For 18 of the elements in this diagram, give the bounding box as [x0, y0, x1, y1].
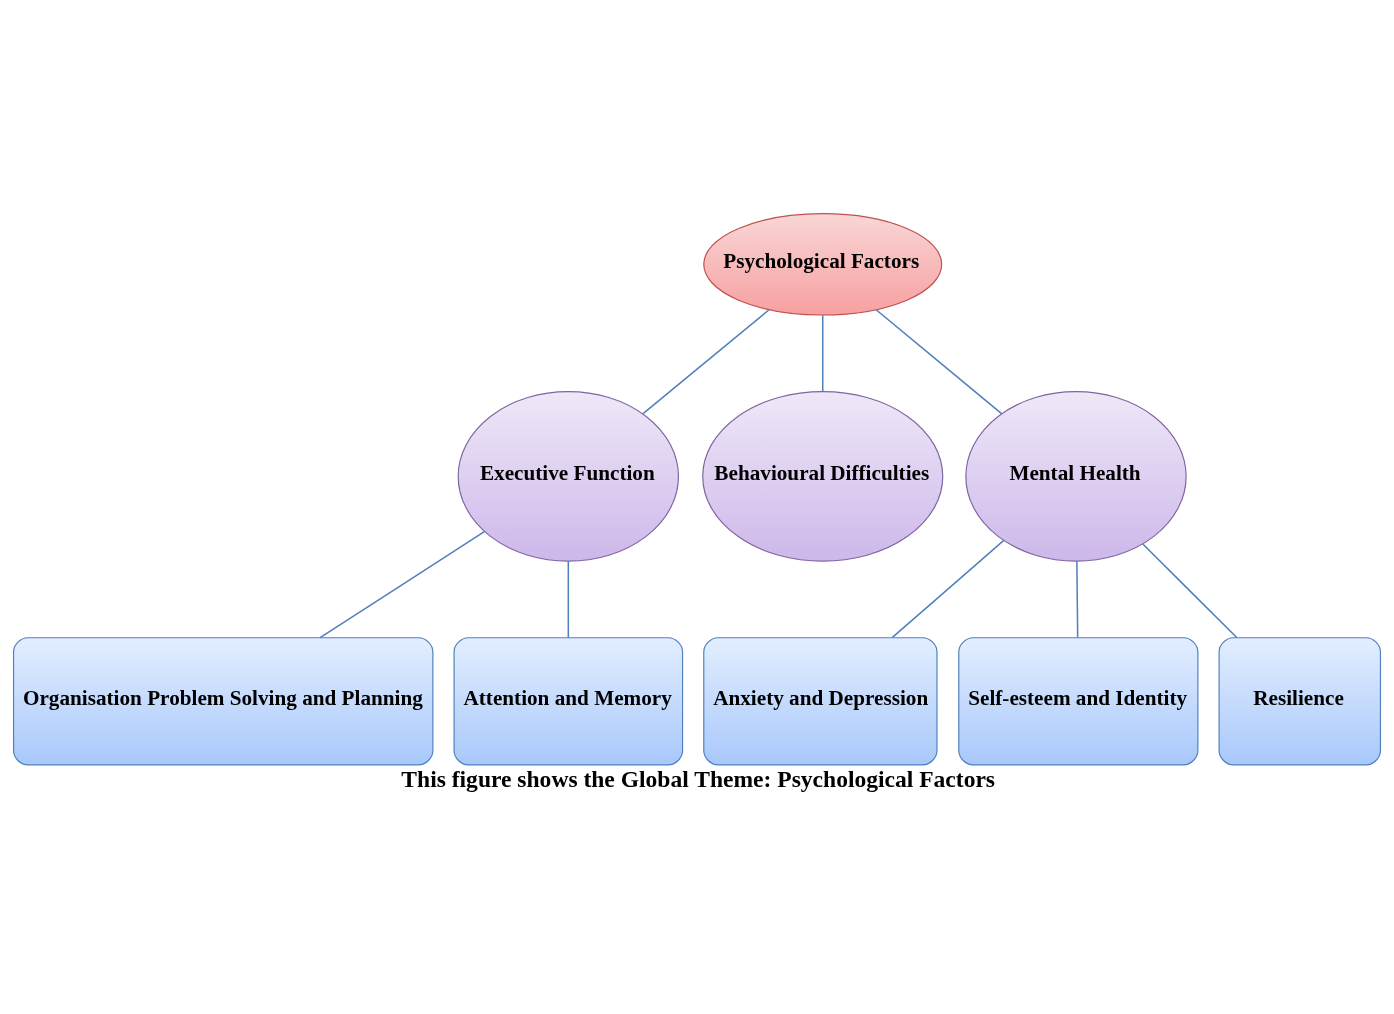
node-box: Self-esteem and Identity [958, 637, 1199, 766]
connector [1076, 560, 1079, 639]
connector [821, 314, 824, 393]
connector [875, 308, 1003, 415]
node-ellipse: Mental Health [965, 391, 1187, 562]
connector [319, 530, 486, 639]
node-ellipse: Executive Function [457, 391, 680, 562]
connector [891, 539, 1005, 639]
connector [642, 308, 770, 415]
node-ellipse: Psychological Factors [703, 213, 943, 316]
node-box: Organisation Problem Solving and Planning [12, 637, 434, 766]
node-box: Attention and Memory [453, 637, 684, 766]
connector [1142, 543, 1238, 639]
node-ellipse: Behavioural Difficulties [702, 391, 944, 562]
caption: This figure shows the Global Theme: Psychological Factors [401, 766, 996, 793]
node-box: Anxiety and Depression [703, 637, 938, 766]
connector [567, 560, 570, 639]
node-box: Resilience [1218, 637, 1382, 766]
